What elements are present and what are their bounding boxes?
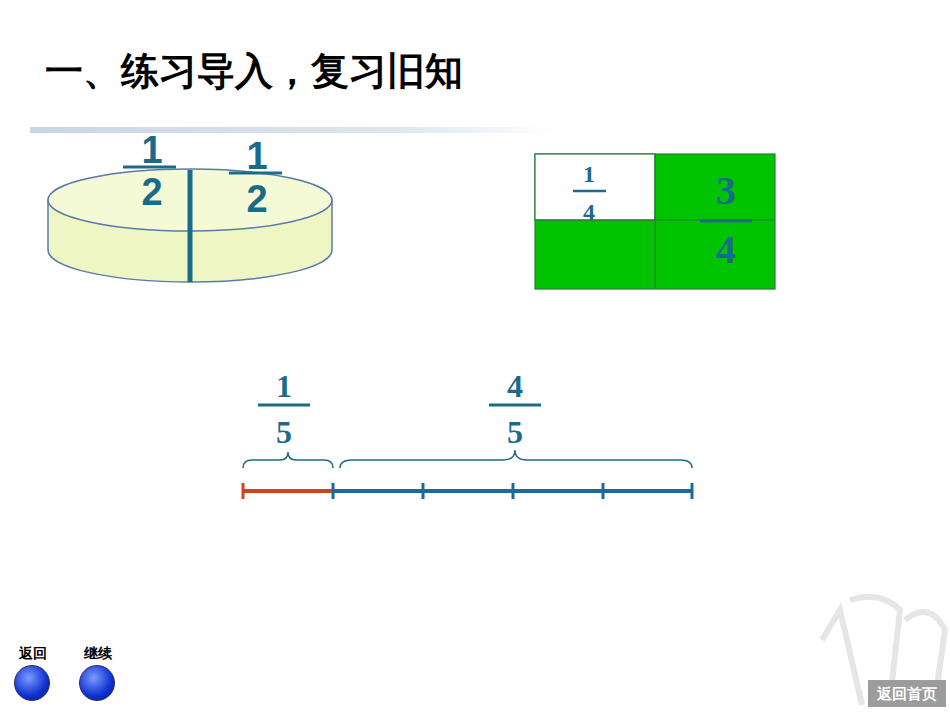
brace bbox=[243, 452, 333, 468]
fraction-digit: 1 bbox=[141, 131, 162, 169]
cake-cylinder bbox=[48, 169, 332, 282]
fraction-digit: 1 bbox=[276, 370, 292, 402]
grid-cell: 14 bbox=[536, 155, 654, 219]
button-label: 继续 bbox=[84, 646, 112, 660]
fraction-digit: 1 bbox=[583, 162, 595, 186]
back-button: 返回 bbox=[14, 665, 50, 701]
fraction-bar bbox=[700, 220, 752, 223]
slide-title: 一、练习导入，复习旧知 bbox=[45, 52, 463, 90]
fraction-digit: 4 bbox=[583, 200, 595, 224]
button-label: 返回 bbox=[19, 646, 47, 660]
fraction-digit: 2 bbox=[141, 173, 162, 211]
fraction-digit: 4 bbox=[716, 230, 736, 270]
fraction-digit: 2 bbox=[246, 180, 267, 218]
home-button: 返回首页 bbox=[868, 680, 946, 707]
fraction-digit: 5 bbox=[507, 416, 523, 448]
watermark bbox=[822, 597, 945, 705]
button-label: 返回首页 bbox=[877, 686, 937, 701]
number-segment bbox=[243, 483, 692, 499]
fraction-digit: 3 bbox=[716, 171, 736, 211]
fraction-bar bbox=[258, 404, 310, 407]
divided-rectangle bbox=[535, 154, 775, 289]
continue-button: 继续 bbox=[79, 665, 115, 701]
title-rule bbox=[30, 127, 555, 133]
fraction-digit: 1 bbox=[246, 137, 267, 175]
fraction-digit: 4 bbox=[507, 370, 523, 402]
fraction-digit: 5 bbox=[276, 416, 292, 448]
fraction-bar bbox=[573, 190, 606, 193]
brace bbox=[340, 450, 692, 468]
fraction-bar bbox=[489, 404, 541, 407]
